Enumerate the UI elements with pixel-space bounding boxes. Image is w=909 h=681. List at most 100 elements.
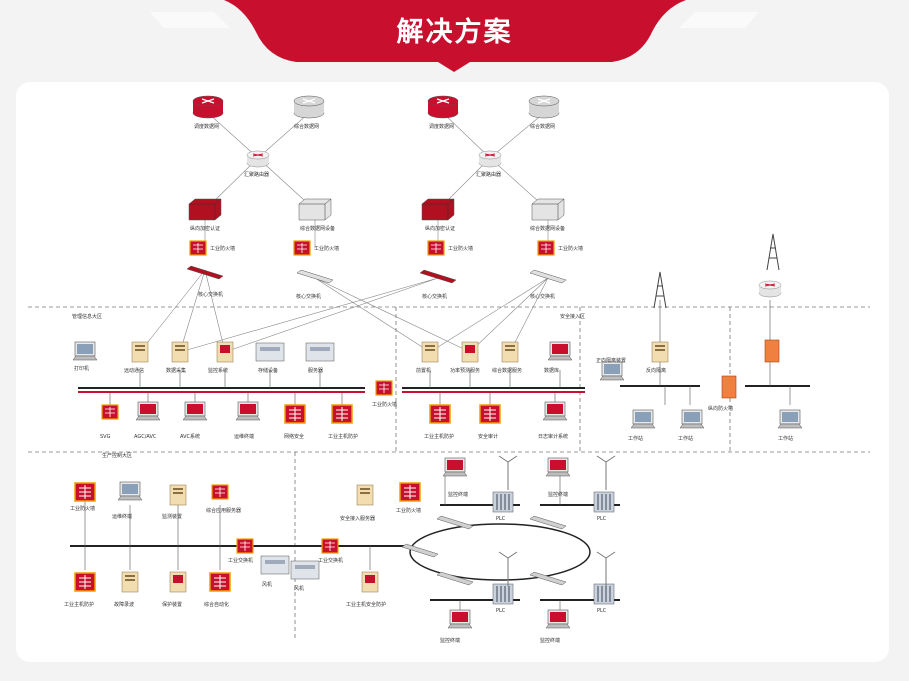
gap-device bbox=[599, 361, 625, 381]
label-b7: 工业主机防护 bbox=[424, 433, 454, 440]
label-l7: 工业交换机 bbox=[228, 557, 253, 564]
label-m3: 监控终端 bbox=[440, 637, 460, 644]
workstation-ws1 bbox=[630, 409, 656, 429]
label-gap: 正向隔离装置 bbox=[596, 357, 626, 364]
router-r1 bbox=[192, 95, 224, 119]
lower-fw-l4 bbox=[211, 484, 229, 500]
label-plc1: PLC bbox=[496, 516, 506, 522]
header-banner bbox=[150, 0, 759, 72]
label-m2: 监控终端 bbox=[548, 491, 568, 498]
label-fw2: 工业防火墙 bbox=[314, 245, 339, 252]
label-l12: 故障录波 bbox=[114, 601, 134, 608]
fan-3 bbox=[498, 551, 518, 587]
fan-2 bbox=[596, 455, 616, 491]
label-l14: 综合自动化 bbox=[204, 601, 229, 608]
server-s7 bbox=[461, 341, 479, 363]
lower-srv-l5 bbox=[356, 484, 374, 506]
box-s5 bbox=[305, 342, 335, 362]
label-s6: 前置机 bbox=[416, 367, 431, 374]
monitor-m4 bbox=[545, 609, 571, 629]
server-s1 bbox=[131, 341, 149, 363]
label-b2: AGC/AVC bbox=[134, 434, 157, 440]
server-s6 bbox=[421, 341, 439, 363]
label-plc4: PLC bbox=[597, 608, 607, 614]
firewall-right bbox=[764, 339, 780, 363]
label-d2: 综合数据网设备 bbox=[300, 225, 335, 232]
firewall-fw5 bbox=[721, 375, 737, 399]
label-b4: 运维终端 bbox=[234, 433, 254, 440]
plc-1 bbox=[492, 491, 514, 513]
router-right bbox=[758, 280, 782, 298]
label-s7: 功率预测服务 bbox=[450, 367, 480, 374]
workstation-ws2 bbox=[679, 409, 705, 429]
switch-sw2 bbox=[296, 269, 334, 284]
label-wk1: 反向隔离 bbox=[646, 367, 666, 374]
banner-shape bbox=[224, 0, 686, 72]
label-m4: 监控终端 bbox=[540, 637, 560, 644]
server-s8 bbox=[501, 341, 519, 363]
label-r2: 综合数据网 bbox=[294, 123, 319, 130]
lower-box-l10 bbox=[290, 560, 320, 580]
lower-srv-l15 bbox=[361, 571, 379, 593]
device-b1 bbox=[101, 404, 119, 420]
label-fw3: 工业防火墙 bbox=[448, 245, 473, 252]
label-r4: 综合数据网 bbox=[530, 123, 555, 130]
label-s8: 综合数据服务 bbox=[492, 367, 522, 374]
firewall-fw3 bbox=[427, 240, 445, 256]
label-m1: 监控终端 bbox=[448, 491, 468, 498]
label-l15: 工业主机安全防护 bbox=[346, 601, 386, 608]
fan-1 bbox=[498, 455, 518, 491]
lower-fw-l1 bbox=[74, 482, 96, 502]
label-plc3: PLC bbox=[496, 608, 506, 614]
ring-switch-2 bbox=[529, 515, 567, 530]
firewall-fw4 bbox=[537, 240, 555, 256]
label-plc2: PLC bbox=[597, 516, 607, 522]
device-d3 bbox=[421, 198, 455, 221]
lower-fw-l6 bbox=[399, 482, 421, 502]
firewall-fw1 bbox=[189, 240, 207, 256]
device-b2 bbox=[135, 401, 161, 421]
label-l11: 工业主机防护 bbox=[64, 601, 94, 608]
label-l8: 工业交换机 bbox=[318, 557, 343, 564]
monitor-m1 bbox=[442, 457, 468, 477]
lower-pc-l2 bbox=[117, 481, 143, 501]
lower-fw-l14 bbox=[209, 572, 231, 592]
zone-label-2: 生产控制大区 bbox=[102, 452, 132, 459]
device-b4 bbox=[235, 401, 261, 421]
label-ws3: 工作站 bbox=[778, 435, 793, 442]
label-ws2: 工作站 bbox=[678, 435, 693, 442]
label-l2: 运维终端 bbox=[112, 513, 132, 520]
fan-4 bbox=[596, 551, 616, 587]
device-b8 bbox=[479, 404, 501, 424]
switch-sw1 bbox=[186, 265, 224, 280]
label-s4: 存储设备 bbox=[258, 367, 278, 374]
label-fw5: 纵向防火墙 bbox=[708, 405, 733, 412]
device-d2 bbox=[298, 198, 332, 221]
label-c2: 汇聚路由器 bbox=[476, 171, 501, 178]
label-l1: 工业防火墙 bbox=[70, 505, 95, 512]
workstation-ws3 bbox=[777, 409, 803, 429]
label-l9: 风机 bbox=[262, 581, 272, 588]
label-s9: 数据库 bbox=[544, 367, 559, 374]
lower-fw-l8 bbox=[321, 538, 339, 554]
plc-3 bbox=[492, 583, 514, 605]
label-l13: 保护装置 bbox=[162, 601, 182, 608]
label-l6: 工业防火墙 bbox=[396, 507, 421, 514]
connection-lines bbox=[139, 112, 549, 353]
monitor-m2 bbox=[545, 457, 571, 477]
lower-fw-l7 bbox=[236, 538, 254, 554]
label-p1: 打印机 bbox=[74, 365, 89, 372]
server-wk1 bbox=[651, 341, 669, 363]
router-c2 bbox=[478, 150, 502, 168]
pc-s9 bbox=[547, 341, 573, 361]
lower-srv-l13 bbox=[169, 571, 187, 593]
ring-switch-3 bbox=[401, 543, 439, 558]
label-b1: SVG bbox=[100, 434, 111, 440]
plc-4 bbox=[593, 583, 615, 605]
device-b5 bbox=[284, 404, 306, 424]
lower-srv-l3 bbox=[169, 484, 187, 506]
router-r3 bbox=[427, 95, 459, 119]
label-s1: 远动通信 bbox=[124, 367, 144, 374]
device-b7 bbox=[429, 404, 451, 424]
